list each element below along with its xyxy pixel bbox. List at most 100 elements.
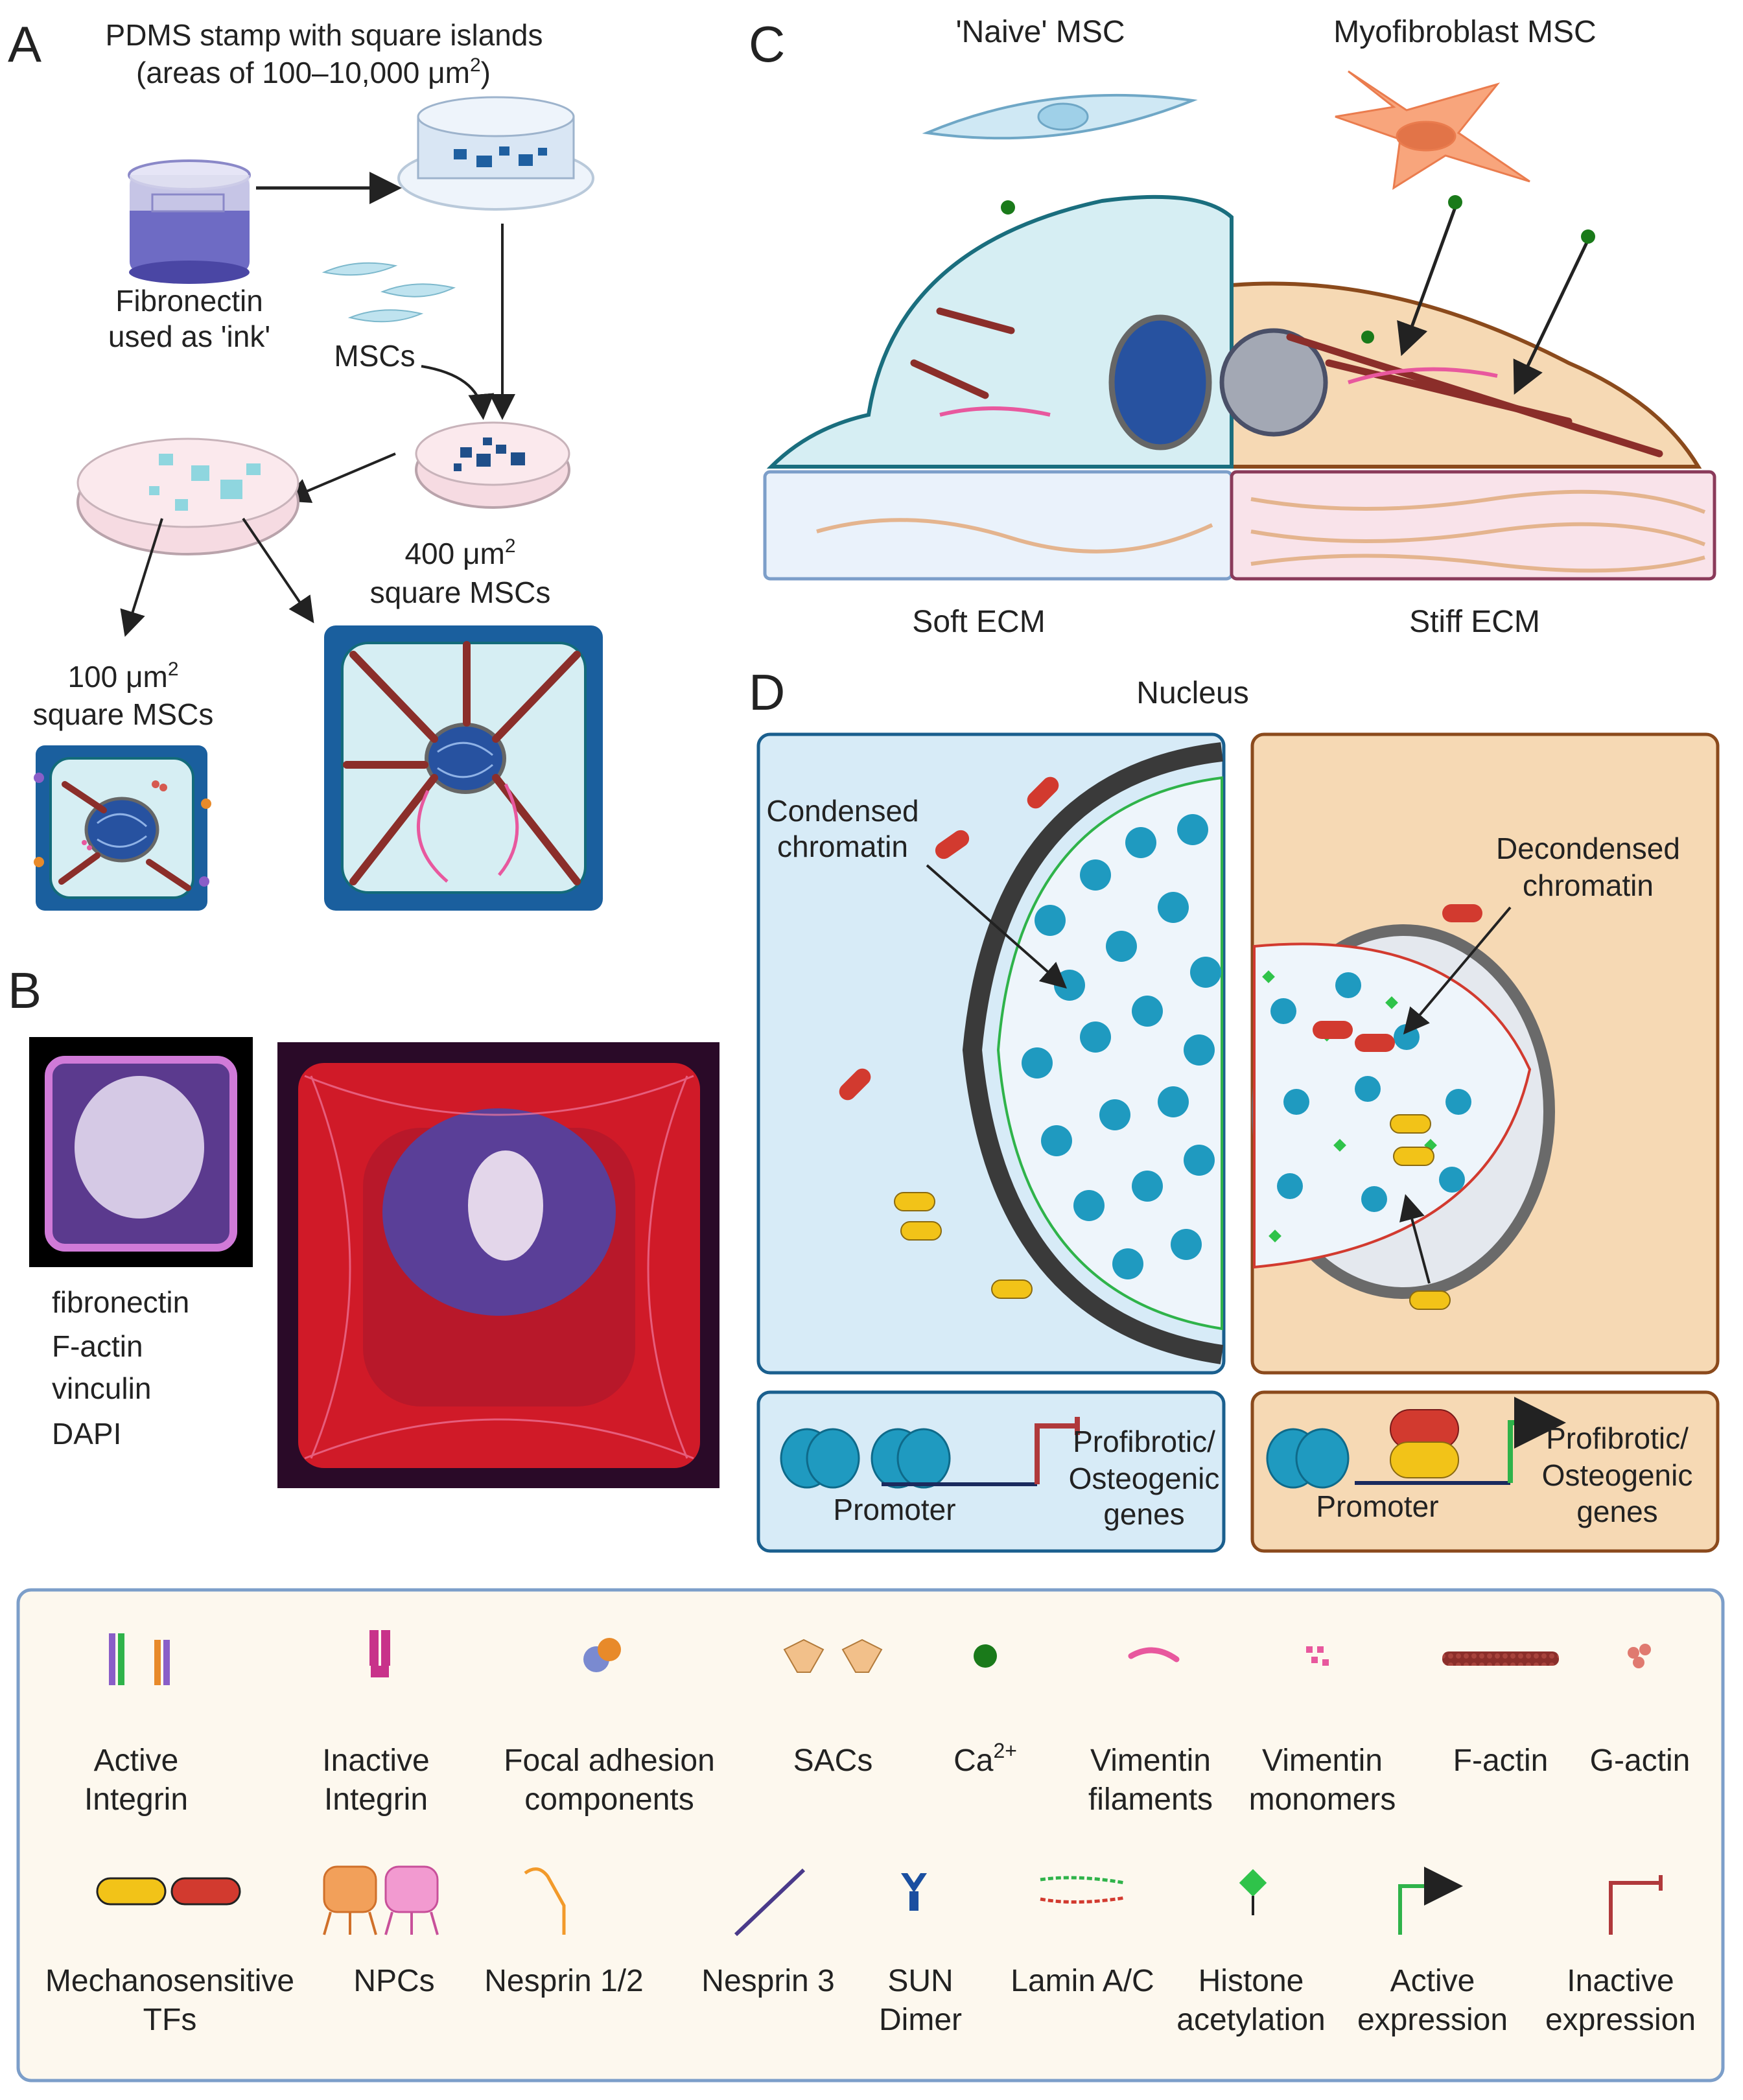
legend-focal-adhesion-1: Focal adhesion [504, 1744, 715, 1778]
legend: Active Integrin Inactive Integrin Focal … [16, 1588, 1725, 2082]
vimentin-monomer-icon [1306, 1646, 1329, 1666]
condensed-label-1: Condensed [766, 794, 918, 828]
arrow-calcium-2 [1513, 239, 1590, 395]
ink-label-line2: used as 'ink' [108, 320, 270, 353]
ecm-fibers [816, 489, 1706, 573]
npc-icon [323, 1865, 439, 1935]
myofibroblast-icon [1335, 70, 1530, 190]
panel-d: D Nucleus Condensed chromatin [749, 664, 1720, 1553]
legend-active-integrin-2: Integrin [84, 1782, 188, 1817]
large-square-cell [324, 625, 603, 911]
legend-calcium: Ca2+ [953, 1739, 1017, 1778]
arrow-to-small-square [120, 518, 163, 637]
stain-vinculin: vinculin [52, 1371, 151, 1405]
legend-inactive-expression-2: expression [1545, 2003, 1696, 2037]
transcription-factor-icon [96, 1877, 241, 1906]
decondensed-label-1: Decondensed [1496, 832, 1680, 865]
myofibroblast-msc-label: Myofibroblast MSC [1333, 15, 1596, 49]
inactive-expression-marker [1035, 1423, 1076, 1484]
naive-msc-label: 'Naive' MSC [955, 15, 1125, 49]
c-vimentin [939, 367, 1498, 417]
legend-vimentin-filaments-1: Vimentin [1090, 1744, 1211, 1778]
legend-nesprin-3: Nesprin 3 [701, 1964, 834, 1998]
myofibroblast-nucleus [1219, 328, 1328, 437]
stiff-ecm-box [1230, 470, 1716, 581]
myofibroblast-cell-body [1230, 281, 1702, 469]
stiff-nucleosome-array [1266, 1428, 1350, 1489]
tf-import-arrow [1399, 1194, 1431, 1284]
patterned-dish [76, 438, 299, 555]
seeded-dish [415, 421, 570, 509]
msc-cells [322, 262, 456, 323]
active-integrin-icon [109, 1633, 170, 1685]
arrow-dish-to-pattern [283, 452, 396, 503]
stiff-ecm-label: Stiff ECM [1409, 605, 1540, 639]
panel-c: C 'Naive' MSC Myofibroblast MSC [749, 15, 1716, 639]
legend-tfs-2: TFs [143, 2003, 197, 2037]
stamp-title: PDMS stamp with square islands [106, 18, 543, 52]
legend-active-expression-2: expression [1357, 2003, 1508, 2037]
pdms-stamp-dish [397, 96, 594, 211]
soft-ecm-label: Soft ECM [912, 605, 1045, 639]
panel-c-letter: C [749, 16, 785, 73]
sun-dimer-icon [901, 1873, 927, 1911]
legend-npcs: NPCs [353, 1964, 434, 1998]
condensed-label-2: chromatin [777, 830, 908, 863]
ink-label-line1: Fibronectin [115, 284, 263, 318]
panel-a: A PDMS stamp with square islands (areas … [8, 16, 603, 911]
soft-genes-2: Osteogenic [1069, 1462, 1220, 1495]
soft-nucleosome-array [780, 1428, 951, 1489]
nesprin-12-icon [524, 1867, 566, 1935]
soft-genes-1: Profibrotic/ [1073, 1425, 1215, 1458]
sac-icon [783, 1639, 883, 1673]
stiff-genes-3: genes [1576, 1495, 1657, 1528]
legend-inactive-integrin-1: Inactive [322, 1744, 429, 1778]
legend-tfs-1: Mechanosensitive [45, 1964, 294, 1998]
soft-promoter-label: Promoter [833, 1493, 955, 1526]
panel-b: B fibronectin F-actin vinculin DAPI [8, 962, 719, 1488]
legend-lamin: Lamin A/C [1011, 1964, 1154, 1998]
large-square-label-line2: square MSCs [370, 576, 551, 609]
lamin-icon [1040, 1876, 1125, 1904]
legend-vimentin-filaments-2: filaments [1088, 1782, 1213, 1817]
vimentin-filament-icon [1128, 1647, 1180, 1662]
decondensed-pointer [1403, 906, 1512, 1035]
legend-inactive-expression-1: Inactive [1567, 1964, 1674, 1998]
legend-active-expression-1: Active [1390, 1964, 1475, 1998]
stain-f-actin: F-actin [52, 1329, 143, 1363]
nesprin-3-icon [734, 1868, 806, 1937]
legend-sacs: SACs [793, 1744, 873, 1778]
c-f-actin [910, 307, 1663, 458]
arrow-mscs-to-dish [421, 365, 495, 420]
calcium-icon [974, 1644, 997, 1668]
inactive-expression-icon [1609, 1875, 1663, 1935]
legend-histone-2: acetylation [1176, 2003, 1325, 2037]
stiff-genes-2: Osteogenic [1542, 1458, 1693, 1492]
stiff-promoter-box [1250, 1390, 1720, 1553]
legend-vimentin-monomers-2: monomers [1249, 1782, 1396, 1817]
legend-nesprin-12: Nesprin 1/2 [484, 1964, 643, 1998]
focal-adhesion-icon [583, 1638, 621, 1672]
inactive-integrin-icon [369, 1630, 390, 1677]
fibronectin-ink-beaker [128, 159, 251, 284]
arrow-calcium-1 [1397, 207, 1457, 356]
legend-f-actin: F-actin [1453, 1744, 1549, 1778]
small-square-cell [34, 745, 211, 911]
arrow-to-large-square [242, 517, 314, 624]
stiff-promoter-label: Promoter [1316, 1489, 1438, 1523]
stamp-subtitle: (areas of 100–10,000 μm2) [136, 54, 491, 89]
panel-a-letter: A [8, 16, 41, 73]
active-expression-icon [1398, 1867, 1463, 1935]
panel-d-letter: D [749, 664, 785, 721]
decondensed-label-2: chromatin [1523, 869, 1654, 902]
stain-dapi: DAPI [52, 1417, 121, 1451]
small-square-label: 100 μm2 [67, 659, 178, 694]
stain-fibronectin: fibronectin [52, 1285, 189, 1319]
legend-active-integrin-1: Active [94, 1744, 179, 1778]
small-square-label-line2: square MSCs [33, 697, 214, 731]
soft-genes-3: genes [1103, 1497, 1184, 1531]
decondensed-nucleosomes [1270, 972, 1471, 1212]
f-actin-icon [1442, 1651, 1559, 1666]
mscs-label: MSCs [334, 339, 415, 373]
